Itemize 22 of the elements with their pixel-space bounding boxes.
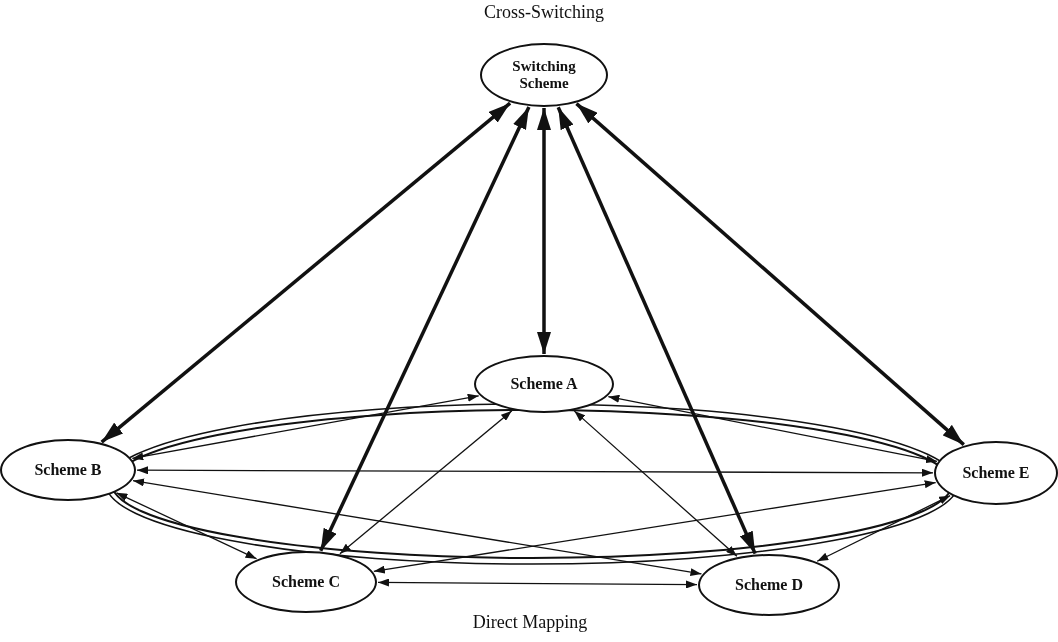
arrow [573, 410, 738, 557]
arrow [373, 480, 937, 574]
arrow [319, 106, 531, 552]
caption-text: Cross-Switching [484, 2, 604, 23]
arrow [115, 492, 258, 560]
arrow [377, 578, 698, 589]
scheme-ellipse [934, 441, 1058, 505]
arrow [100, 101, 512, 444]
node-label: Scheme C [272, 572, 340, 592]
node-label: Scheme B [34, 460, 102, 480]
caption-text: Direct Mapping [472, 612, 588, 633]
arrow [136, 466, 934, 477]
scheme-ellipse [0, 439, 136, 501]
arrow [556, 106, 757, 555]
node-label: Scheme E [962, 463, 1030, 483]
arrow [816, 495, 951, 562]
node-label: Scheme A [510, 374, 578, 394]
scheme-ellipse [474, 355, 614, 413]
node-label: Scheme D [735, 575, 803, 595]
arrow [575, 102, 965, 446]
node-label: Switching Scheme [511, 57, 577, 93]
arrow [537, 108, 551, 354]
